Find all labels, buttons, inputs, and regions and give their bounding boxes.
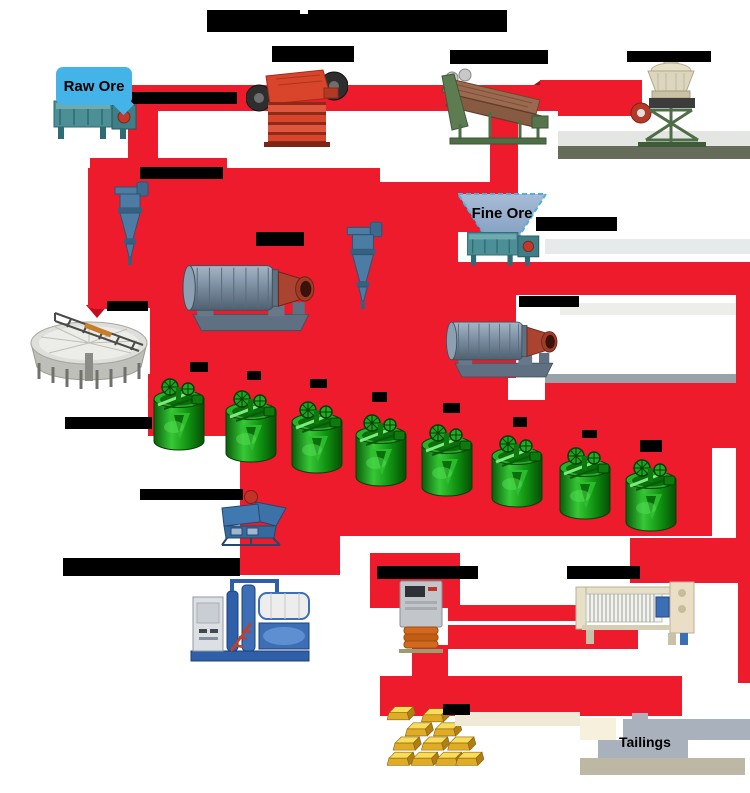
tailings-khaki-band	[580, 758, 745, 775]
tailings-arrow-main	[623, 719, 750, 740]
tailings-beige-band	[455, 712, 580, 726]
flotation-cell-icon	[418, 421, 476, 503]
vibrating-screen-icon	[440, 64, 558, 159]
redacted-label	[627, 51, 711, 62]
cone-crusher-shadow-dark	[558, 146, 750, 159]
redacted-label	[247, 371, 261, 380]
redacted-label	[272, 46, 354, 62]
desorption-electrolysis-icon	[187, 575, 315, 670]
tailings-label: Tailings	[619, 734, 671, 750]
smelting-furnace-icon	[395, 579, 447, 660]
redacted-label	[567, 566, 640, 579]
redacted-label	[640, 440, 662, 452]
redacted-label	[372, 392, 387, 402]
redacted-label	[140, 167, 223, 179]
cone-crusher-icon	[630, 58, 714, 157]
raw-ore-label: Raw Ore	[63, 77, 125, 95]
flotation-cell-icon	[488, 432, 546, 514]
hydrocyclone-left-icon	[111, 179, 151, 272]
redacted-label	[65, 417, 152, 429]
flow-arrow-segment	[368, 182, 458, 378]
tailings-arrow-mid	[598, 740, 688, 758]
ball-mill-primary-icon	[179, 249, 321, 338]
ball-mill2-shadow-light	[560, 303, 750, 315]
ball-mill-secondary-icon	[443, 305, 563, 387]
flotation-cell-icon	[222, 387, 280, 469]
fine-feeder-shadow	[545, 239, 750, 254]
redacted-label	[519, 296, 579, 307]
flotation-cell-icon	[288, 398, 346, 480]
tailings-cream-band	[580, 718, 616, 740]
gold-ingots-icon	[386, 703, 485, 778]
jaw-crusher-icon	[245, 58, 349, 155]
tailings-arrow-tab	[632, 713, 648, 719]
flow-arrow-segment	[540, 80, 642, 97]
redacted-label	[310, 379, 327, 388]
flotation-cell-icon	[150, 375, 208, 457]
flotation-cell-icon	[556, 444, 614, 526]
redacted-label	[513, 417, 527, 427]
flotation-cell-icon	[352, 411, 410, 493]
flow-arrow-segment	[455, 262, 750, 295]
redacted-label	[582, 430, 597, 438]
raw-ore-callout: Raw Ore	[56, 67, 132, 105]
hydrocyclone-center-icon	[343, 219, 385, 316]
vibrating-feeder-fine-icon	[458, 229, 550, 274]
title-redacted	[207, 10, 507, 32]
filter-press-icon	[572, 579, 700, 654]
redacted-label	[125, 92, 237, 104]
redacted-label	[256, 232, 304, 246]
flow-arrow-segment	[630, 538, 750, 583]
redacted-label	[450, 50, 548, 64]
title-notch	[300, 10, 308, 14]
flow-arrow-segment	[448, 605, 582, 621]
redacted-label	[443, 403, 460, 413]
thickener-icon	[27, 301, 155, 400]
fine-ore-label: Fine Ore	[472, 205, 533, 222]
redacted-label	[190, 362, 208, 372]
jig-machine-icon	[214, 489, 290, 552]
redacted-label	[377, 566, 478, 579]
flow-arrow-segment	[558, 100, 632, 116]
flow-arrow-segment	[93, 283, 111, 309]
redacted-label	[536, 217, 617, 231]
redacted-label	[443, 704, 470, 715]
flotation-cell-icon	[622, 456, 680, 538]
redacted-label	[107, 301, 148, 311]
flow-arrow-segment	[738, 583, 750, 683]
redacted-label	[63, 558, 240, 576]
redacted-label	[140, 489, 243, 500]
